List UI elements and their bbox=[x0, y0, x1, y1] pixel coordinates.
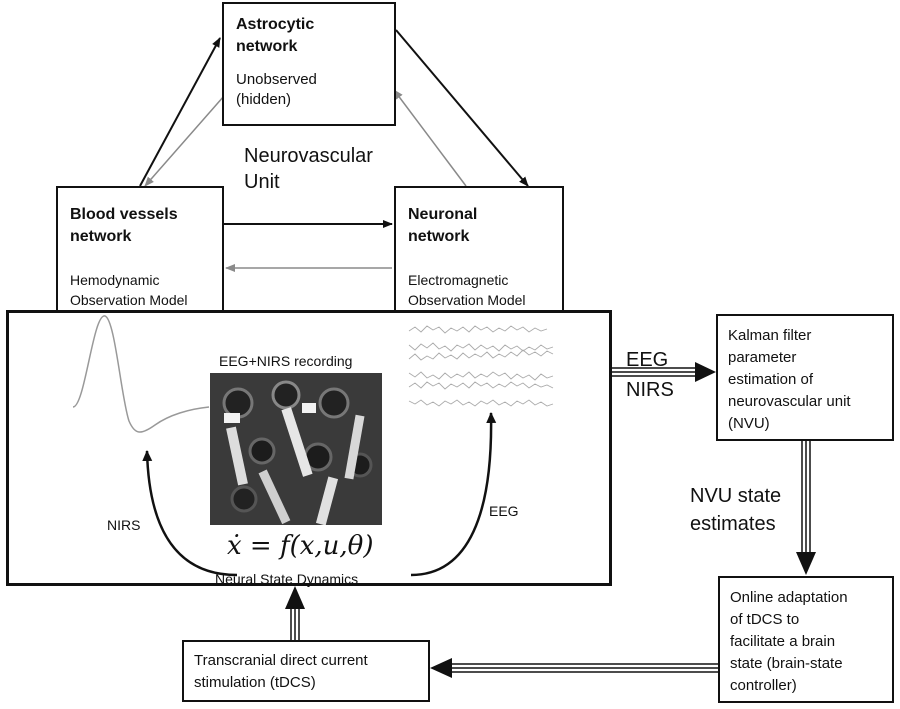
kalman-line3: estimation of bbox=[728, 371, 814, 388]
blood-sub-line2: Observation Model bbox=[70, 292, 188, 308]
arrow-astro-to-neuronal bbox=[395, 29, 529, 187]
arrow-kalman-to-online bbox=[796, 441, 816, 575]
arrow-tdcs-to-dynamics bbox=[285, 586, 305, 640]
arrow-online-to-tdcs bbox=[430, 658, 718, 678]
nvu-state-label-line1: NVU state bbox=[690, 485, 782, 507]
online-adaptation-box: Online adaptation of tDCS to facilitate … bbox=[718, 576, 894, 703]
eeg-nirs-photo bbox=[210, 373, 382, 525]
online-line4: state (brain-state bbox=[730, 655, 843, 672]
tdcs-box: Transcranial direct current stimulation … bbox=[182, 640, 430, 702]
neuronal-network-box: Neuronal network Electromagnetic Observa… bbox=[394, 186, 564, 314]
signals-arrow-label-line1: EEG bbox=[626, 349, 669, 371]
kalman-line2: parameter bbox=[728, 349, 797, 366]
neuronal-sub-line2: Observation Model bbox=[408, 292, 526, 308]
photo-graphic bbox=[210, 373, 382, 525]
nvu-state-label-line2: estimates bbox=[690, 513, 776, 535]
arrow-astro-to-blood bbox=[144, 95, 225, 187]
astrocytic-title-line2: network bbox=[236, 38, 298, 55]
online-line5: controller) bbox=[730, 677, 797, 694]
blood-vessels-network-box: Blood vessels network Hemodynamic Observ… bbox=[56, 186, 224, 314]
blood-sub-line1: Hemodynamic bbox=[70, 272, 160, 288]
neuronal-title-line1: Neuronal bbox=[408, 206, 478, 223]
online-line1: Online adaptation bbox=[730, 589, 848, 606]
astrocytic-title-line1: Astrocytic bbox=[236, 16, 315, 33]
neurovascular-label-line1: Neurovascular bbox=[244, 145, 373, 167]
kalman-line4: neurovascular unit bbox=[728, 393, 851, 410]
online-line2: of tDCS to bbox=[730, 611, 800, 628]
neuronal-title-line2: network bbox=[408, 228, 470, 245]
hemodynamic-response-curve bbox=[72, 315, 210, 433]
astrocytic-sub-line1: Unobserved bbox=[236, 71, 317, 88]
signals-arrow-label-line2: NIRS bbox=[626, 379, 674, 401]
astrocytic-network-box: Astrocytic network Unobserved (hidden) bbox=[222, 2, 396, 126]
eeg-curve-arrow bbox=[410, 412, 497, 577]
dynamics-label: Neural State Dynamics bbox=[215, 571, 359, 587]
blood-title-line1: Blood vessels bbox=[70, 206, 178, 223]
astrocytic-sub-line2: (hidden) bbox=[236, 91, 292, 108]
state-equation: ẋ = f(x,u,θ) bbox=[227, 531, 374, 561]
recording-graphics bbox=[72, 315, 554, 577]
kalman-line5: (NVU) bbox=[728, 415, 770, 432]
tdcs-line1: Transcranial direct current bbox=[194, 652, 368, 669]
arrow-blood-to-astro bbox=[139, 37, 221, 187]
blood-title-line2: network bbox=[70, 228, 132, 245]
kalman-line1: Kalman filter bbox=[728, 327, 812, 344]
nirs-curve-arrow bbox=[142, 450, 238, 577]
eeg-traces bbox=[408, 325, 554, 407]
kalman-filter-box: Kalman filter parameter estimation of ne… bbox=[716, 314, 894, 441]
arrow-neuronal-to-astro bbox=[393, 89, 467, 187]
neurovascular-label-line2: Unit bbox=[244, 171, 280, 193]
online-line3: facilitate a brain bbox=[730, 633, 836, 650]
tdcs-line2: stimulation (tDCS) bbox=[194, 674, 316, 691]
arrow-signals-to-kalman bbox=[612, 362, 716, 382]
nirs-label: NIRS bbox=[107, 517, 141, 533]
recording-label: EEG+NIRS recording bbox=[219, 353, 353, 369]
eeg-label: EEG bbox=[489, 503, 519, 519]
neuronal-sub-line1: Electromagnetic bbox=[408, 272, 509, 288]
